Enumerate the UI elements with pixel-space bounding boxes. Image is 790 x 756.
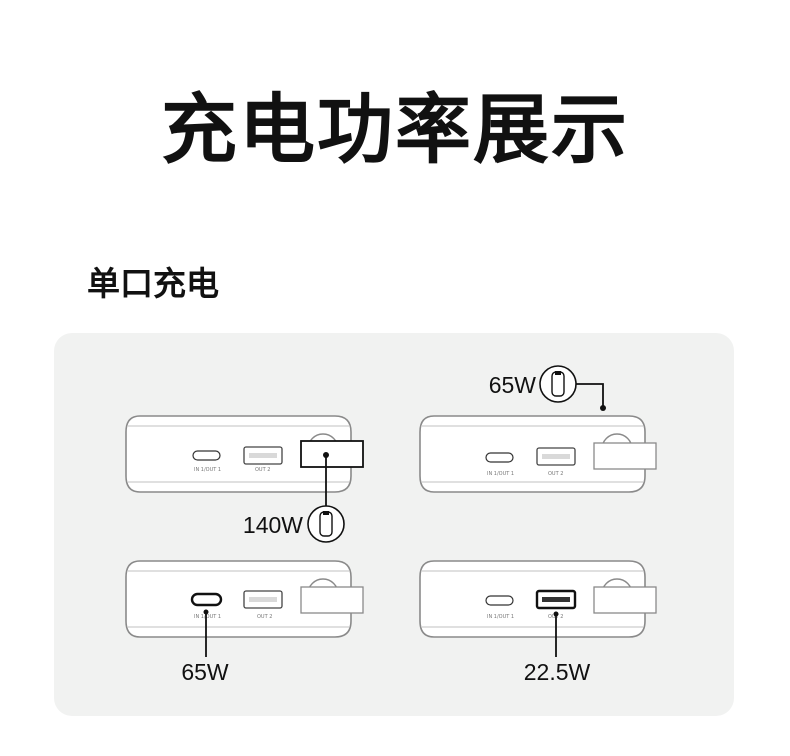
device-top-right: IN 1/OUT 1 OUT 2 65W <box>419 365 657 493</box>
port-label-out2: OUT 2 <box>257 614 272 620</box>
device-body <box>419 560 646 638</box>
device-ridge <box>422 570 643 628</box>
page-title: 充电功率展示 <box>161 85 629 174</box>
port-label-in1-out1: IN 1/OUT 1 <box>487 614 514 620</box>
usb-c-plug-body <box>319 511 333 537</box>
section-heading: 单口充电 <box>87 264 219 303</box>
device-ridge <box>128 570 349 628</box>
usb-c-plug-body <box>551 371 565 397</box>
port-label-in1-out1: IN 1/OUT 1 <box>194 614 221 620</box>
port-label-in1-out1: IN 1/OUT 1 <box>194 467 221 473</box>
dc-cover <box>593 442 657 470</box>
usb-a-tongue <box>542 597 570 602</box>
port-label-in1-out1: IN 1/OUT 1 <box>487 471 514 477</box>
wattage-label-22-5w: 22.5W <box>524 659 591 685</box>
usb-c-plug-tip <box>555 371 561 375</box>
device-bottom-left: IN 1/OUT 1 OUT 2 65W <box>125 560 364 685</box>
wattage-label-65w-usb-c: 65W <box>181 659 229 685</box>
usb-c-port-icon-active <box>190 592 223 607</box>
usb-c-port-icon <box>192 450 221 461</box>
port-label-out2: OUT 2 <box>548 471 563 477</box>
usb-a-tongue <box>249 597 277 602</box>
device-bottom-right: IN 1/OUT 1 OUT 2 22.5W <box>419 560 657 685</box>
illustration-panel <box>54 333 734 716</box>
device-top-left: IN 1/OUT 1 OUT 2 140W <box>125 415 364 543</box>
dc-cover <box>593 586 657 614</box>
device-body <box>419 415 646 493</box>
usb-c-port-icon <box>485 452 514 463</box>
wattage-label-140w: 140W <box>243 512 303 538</box>
device-ridge <box>422 425 643 483</box>
dc-cover <box>300 586 364 614</box>
usb-a-tongue <box>249 453 277 458</box>
device-ridge <box>128 425 349 483</box>
device-body <box>125 415 352 493</box>
port-label-out2: OUT 2 <box>255 467 270 473</box>
highlight-box-dc <box>300 440 364 468</box>
usb-c-plug-tip <box>323 511 329 515</box>
usb-a-tongue <box>542 454 570 459</box>
usb-c-port-icon <box>485 595 514 606</box>
device-body <box>125 560 352 638</box>
leader-line <box>576 383 604 408</box>
wattage-label-65w-top: 65W <box>489 372 537 398</box>
